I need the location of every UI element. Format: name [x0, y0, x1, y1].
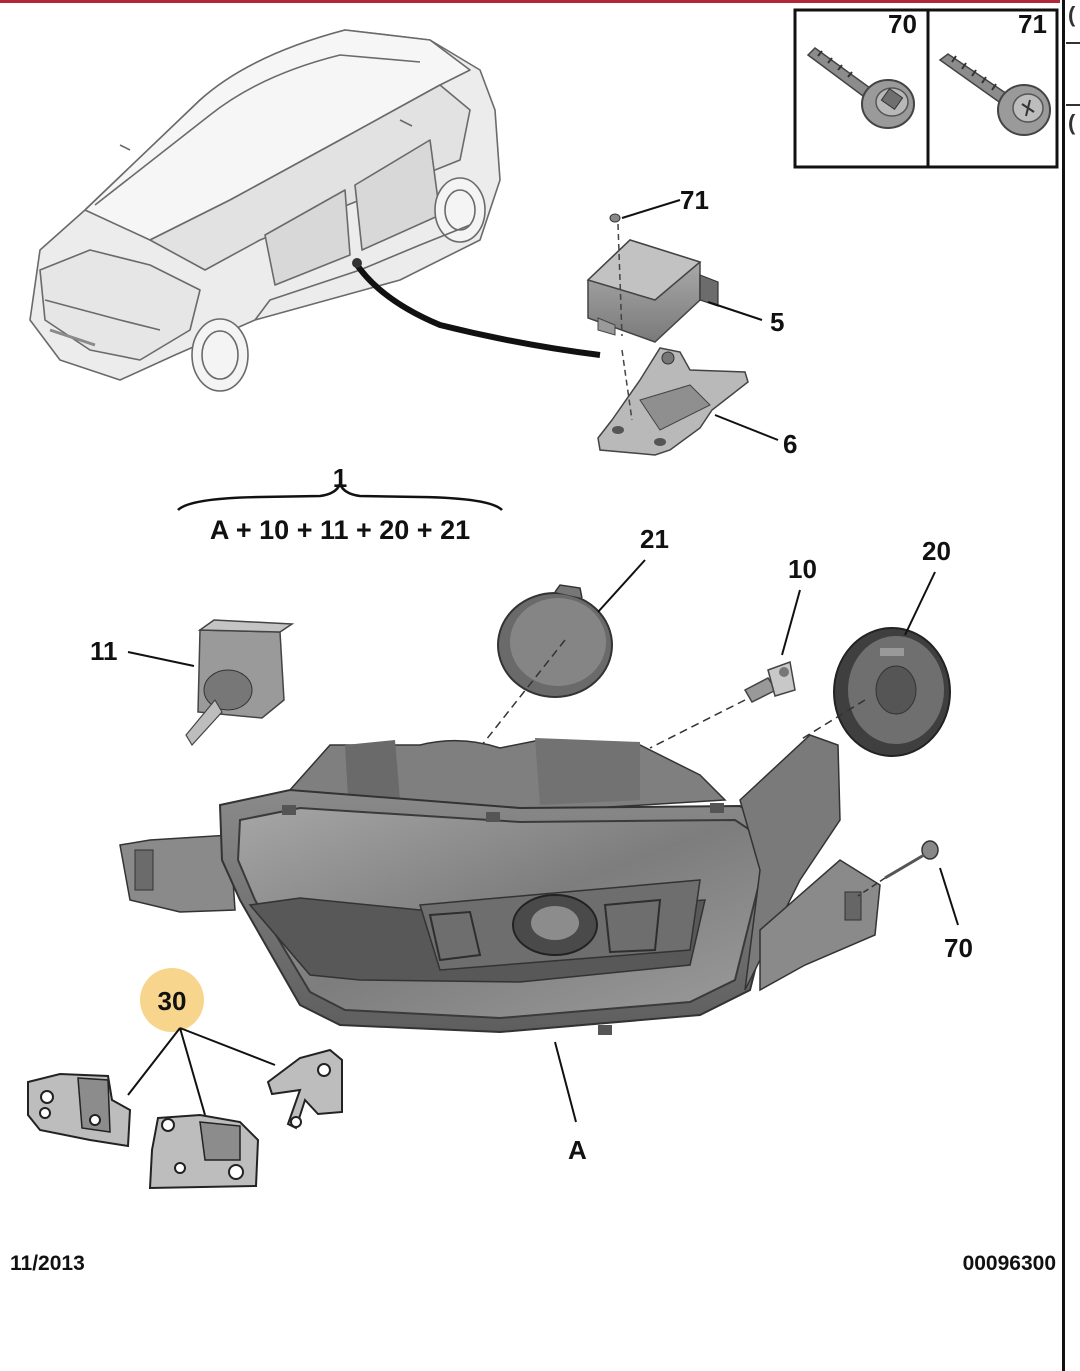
locator-leader: [352, 260, 601, 358]
footer-date: 11/2013: [10, 1252, 85, 1275]
callout-20: 20: [922, 536, 951, 566]
bolt-70-icon: [806, 47, 915, 129]
leader-71: [621, 199, 681, 219]
cover-cap-20: [833, 627, 951, 757]
leader-10: [781, 589, 801, 656]
leaders-30: [127, 1027, 276, 1116]
repair-bracket-30-left: [27, 1072, 132, 1148]
top-rule: [0, 0, 1060, 3]
right-edge-rule-1: [1066, 42, 1080, 44]
axis-21: [481, 639, 566, 746]
cover-cap-21: [497, 584, 613, 698]
callout-A: A: [568, 1135, 587, 1165]
right-edge-glyph-1: (: [1068, 2, 1076, 27]
xenon-bulb-11: [185, 619, 295, 747]
repair-bracket-30-right: [266, 1048, 343, 1130]
leader-5: [707, 301, 763, 321]
leader-11: [127, 651, 195, 667]
assembly-number: 1: [333, 463, 347, 493]
assembly-formula: A + 10 + 11 + 20 + 21: [210, 515, 470, 545]
callout-71: 71: [680, 185, 709, 215]
screw-71-icon: [938, 53, 1051, 136]
callout-21: 21: [640, 524, 669, 554]
inset-label-70: 70: [888, 9, 917, 39]
screw-70-lamp: [857, 840, 939, 897]
right-edge-glyph-2: (: [1068, 110, 1076, 135]
car-illustration: [29, 29, 501, 392]
fastener-inset: 70 71: [793, 8, 1059, 169]
callout-10: 10: [788, 554, 817, 584]
callout-30: 30: [158, 986, 187, 1016]
repair-bracket-30-center: [148, 1113, 260, 1190]
control-module-5: [586, 239, 719, 343]
right-edge-rule-2: [1066, 104, 1080, 106]
callout-70: 70: [944, 933, 973, 963]
assembly-brace: 1 A + 10 + 11 + 20 + 21: [177, 463, 503, 545]
leader-6: [714, 414, 779, 441]
leader-20: [904, 571, 936, 636]
locator-point: [352, 258, 362, 268]
inset-label-71: 71: [1018, 9, 1047, 39]
leader-A: [554, 1041, 577, 1123]
footer-reference: 00096300: [962, 1252, 1056, 1275]
headlamp-unit-A: [119, 734, 881, 1035]
axis-10: [649, 699, 746, 749]
highlight-30: [140, 968, 204, 1032]
leader-70: [939, 867, 959, 926]
callout-11: 11: [90, 636, 118, 666]
callout-5: 5: [770, 307, 784, 337]
screw-71-small: [609, 213, 623, 337]
right-border: [1062, 0, 1065, 1371]
callout-6: 6: [783, 429, 797, 459]
bracket-6: [597, 347, 749, 456]
leader-21: [597, 559, 646, 613]
bulb-10: [743, 660, 796, 703]
